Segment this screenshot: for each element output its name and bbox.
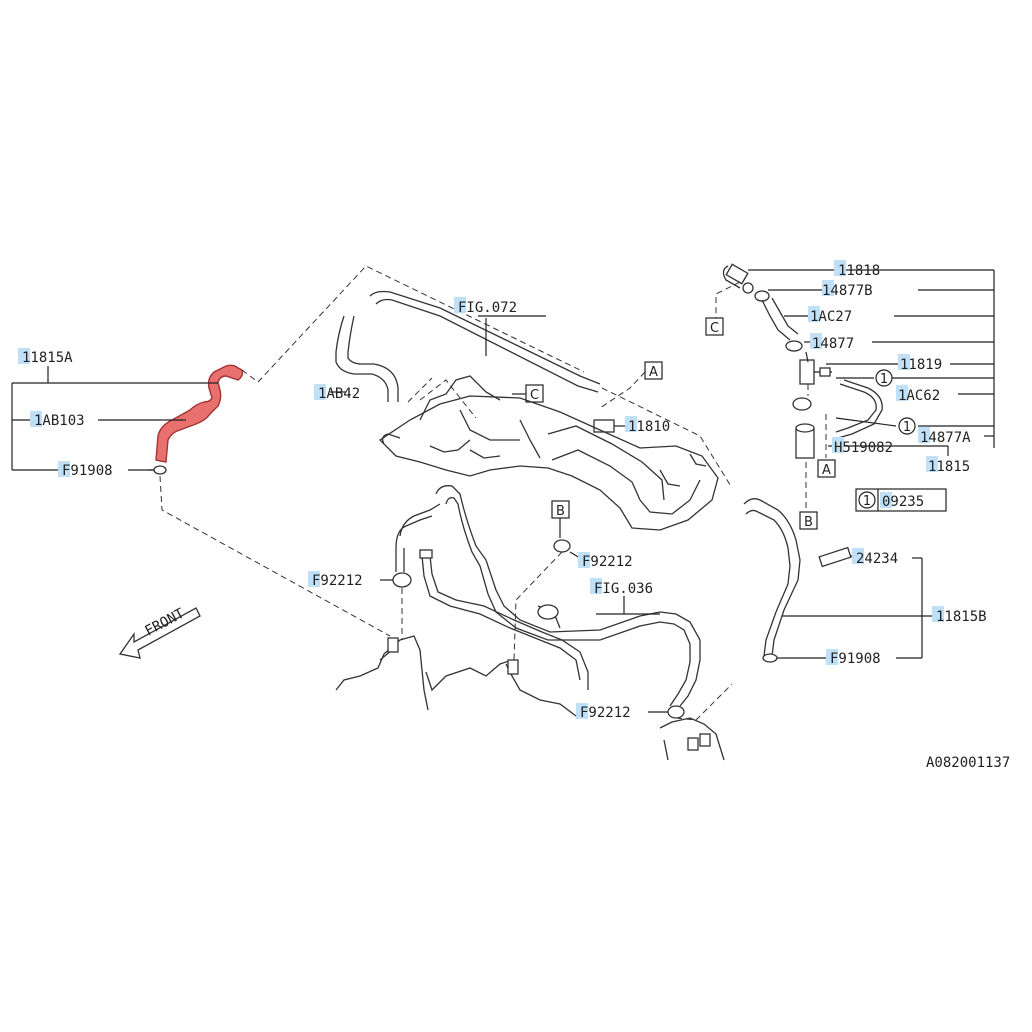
label-1AC62: 1AC62 bbox=[898, 388, 940, 404]
engine-block-outline bbox=[335, 635, 725, 761]
label-H519082: H519082 bbox=[834, 440, 893, 456]
label-FIG036: FIG.036 bbox=[594, 581, 653, 597]
part-24234[interactable] bbox=[818, 546, 852, 568]
svg-text:1: 1 bbox=[880, 372, 888, 387]
label-11810: 11810 bbox=[628, 419, 670, 435]
pipe-assembly-top bbox=[335, 290, 601, 402]
label-11815A: 11815A bbox=[22, 350, 73, 366]
svg-text:C: C bbox=[530, 388, 539, 403]
svg-text:C: C bbox=[710, 321, 719, 336]
clamp-F92212-top[interactable] bbox=[553, 539, 571, 553]
callout-C-right bbox=[705, 317, 724, 336]
callout-A-right bbox=[817, 459, 836, 478]
svg-text:1: 1 bbox=[863, 494, 871, 509]
drawing-number: A082001137 bbox=[926, 755, 1010, 771]
label-F92212-bottom: F92212 bbox=[580, 705, 631, 721]
label-front: FRONT bbox=[142, 605, 187, 639]
label-F92212-top: F92212 bbox=[582, 554, 633, 570]
assembly-11815B bbox=[743, 498, 936, 663]
label-11818: 11818 bbox=[838, 263, 880, 279]
svg-text:A: A bbox=[822, 463, 831, 478]
label-11815: 11815 bbox=[928, 459, 970, 475]
label-1AB42: 1AB42 bbox=[318, 386, 360, 402]
callout-B-right bbox=[799, 511, 818, 530]
label-FIG072: FIG.072 bbox=[458, 300, 517, 316]
clamp-F92212-bottom[interactable] bbox=[667, 705, 685, 719]
label-1AC27: 1AC27 bbox=[810, 309, 852, 325]
svg-text:A: A bbox=[649, 365, 658, 380]
clamp-F91908-left[interactable] bbox=[153, 465, 167, 475]
callout-circle-1-lower bbox=[898, 417, 916, 435]
svg-text:B: B bbox=[804, 515, 813, 530]
svg-text:B: B bbox=[556, 504, 565, 519]
label-F91908-left: F91908 bbox=[62, 463, 113, 479]
intake-manifold bbox=[378, 375, 719, 531]
label-09235: 09235 bbox=[882, 494, 924, 510]
label-11819: 11819 bbox=[900, 357, 942, 373]
label-1AB103: 1AB103 bbox=[34, 413, 85, 429]
label-14877A: 14877A bbox=[920, 430, 971, 446]
front-direction-arrow: FRONT bbox=[118, 605, 201, 659]
legend-09235: 1 09235 bbox=[855, 488, 947, 512]
label-11815B: 11815B bbox=[936, 609, 987, 625]
label-F91908-right: F91908 bbox=[830, 651, 881, 667]
label-14877: 14877 bbox=[812, 336, 854, 352]
svg-text:1: 1 bbox=[903, 420, 911, 435]
label-24234: 24234 bbox=[856, 551, 898, 567]
label-14877B: 14877B bbox=[822, 283, 873, 299]
callout-circle-1-upper bbox=[875, 369, 893, 387]
assembly-11815: 1 1 bbox=[715, 263, 995, 512]
hoses-lower-center bbox=[395, 485, 701, 707]
clamp-F92212-left[interactable] bbox=[392, 572, 412, 588]
hose-1AB103-highlighted[interactable] bbox=[155, 364, 244, 463]
label-F92212-left: F92212 bbox=[312, 573, 363, 589]
pcv-valve-11810[interactable] bbox=[593, 419, 626, 433]
callout-A-middle bbox=[644, 361, 663, 380]
assembly-11815A bbox=[11, 265, 585, 637]
clamp-F91908-right[interactable] bbox=[762, 653, 778, 663]
